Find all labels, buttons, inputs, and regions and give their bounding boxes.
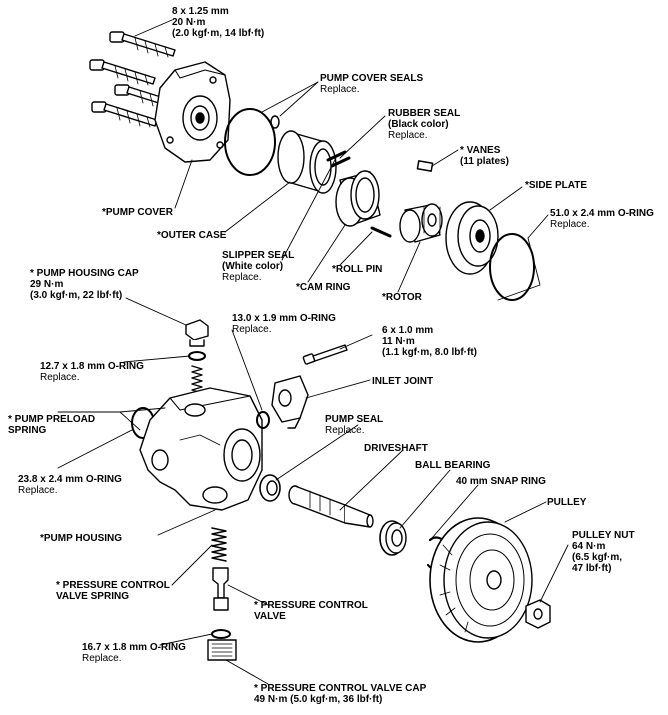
callout-o-ring-12: 12.7 x 1.8 mm O-RING Replace.	[40, 361, 144, 383]
callout-preload-spring: * PUMP PRELOAD SPRING	[8, 414, 96, 436]
callout-vanes: * VANES (11 plates)	[460, 145, 509, 167]
callout-roll-pin: *ROLL PIN	[332, 264, 383, 275]
inlet-joint-part	[271, 375, 309, 429]
pump-cover-seals-part	[224, 108, 280, 176]
cam-ring-part	[335, 170, 381, 227]
callout-pump-housing-cap: * PUMP HOUSING CAP 29 N·m (3.0 kgf·m, 22…	[30, 268, 139, 301]
pcv-part	[212, 567, 229, 611]
callout-pump-seal: PUMP SEAL Replace.	[325, 414, 384, 436]
callout-o-ring-13: 13.0 x 1.9 mm O-RING Replace.	[232, 313, 336, 335]
o-ring-12-part	[188, 351, 206, 361]
callout-driveshaft: DRIVESHAFT	[364, 443, 428, 454]
pump-cover-part	[154, 61, 231, 163]
callout-pump-housing: *PUMP HOUSING	[40, 533, 123, 544]
roll-pin-part	[370, 226, 392, 238]
callout-pcv-spring: * PRESSURE CONTROL VALVE SPRING	[56, 580, 170, 602]
pcv-cap-part	[207, 639, 237, 661]
callout-pulley: PULLEY	[547, 497, 587, 508]
callout-o-ring-23: 23.8 x 2.4 mm O-RING Replace.	[18, 474, 122, 496]
side-plate-part	[445, 201, 499, 275]
o-ring-16-part	[211, 629, 231, 639]
callout-slipper-seal: SLIPPER SEAL (White color) Replace.	[222, 250, 295, 283]
callout-pulley-nut: PULLEY NUT 64 N·m (6.5 kgf·m, 47 lbf·ft)	[572, 530, 635, 574]
callout-pump-cover-seals: PUMP COVER SEALS Replace.	[320, 73, 424, 95]
pulley-nut-part	[525, 599, 551, 629]
pump-seal-part	[259, 474, 281, 502]
callout-side-plate: *SIDE PLATE	[525, 180, 588, 191]
o-ring-51-part	[489, 233, 535, 301]
ball-bearing-part	[379, 520, 407, 556]
callout-outer-case: *OUTER CASE	[157, 230, 227, 241]
pump-housing-cap-part	[185, 319, 209, 347]
callout-rotor: *ROTOR	[382, 292, 422, 303]
vanes-part	[416, 160, 434, 172]
driveshaft-part	[288, 485, 374, 528]
callout-inlet-joint: INLET JOINT	[372, 376, 434, 387]
callout-bolts: 8 x 1.25 mm 20 N·m (2.0 kgf·m, 14 lbf·ft…	[172, 6, 265, 39]
seal-strips-part	[326, 150, 351, 168]
callout-pcv-cap: * PRESSURE CONTROL VALVE CAP 49 N·m (5.0…	[254, 683, 427, 705]
callout-o-ring-16: 16.7 x 1.8 mm O-RING Replace.	[82, 642, 186, 664]
callout-bolt-6: 6 x 1.0 mm 11 N·m (1.1 kgf·m, 8.0 lbf·ft…	[382, 325, 478, 358]
o-ring-13-part	[256, 411, 270, 429]
preload-spring-part	[191, 365, 203, 394]
callout-rubber-seal: RUBBER SEAL (Black color) Replace.	[388, 108, 461, 141]
leader-lines	[57, 19, 569, 685]
callout-ball-bearing: BALL BEARING	[415, 460, 491, 471]
bolt-6-part	[302, 344, 348, 365]
pcv-spring-part	[211, 527, 227, 562]
callout-pump-cover: *PUMP COVER	[102, 207, 173, 218]
rotor-part	[399, 203, 443, 243]
pump-housing-part	[139, 387, 263, 511]
callout-o-ring-51: 51.0 x 2.4 mm O-RING Replace.	[550, 208, 654, 230]
callout-pcv: * PRESSURE CONTROL VALVE	[254, 600, 368, 622]
outer-case-part	[277, 130, 337, 194]
callout-snap-ring: 40 mm SNAP RING	[456, 476, 546, 487]
callout-cam-ring: *CAM RING	[296, 282, 351, 293]
pulley-part	[429, 517, 533, 643]
